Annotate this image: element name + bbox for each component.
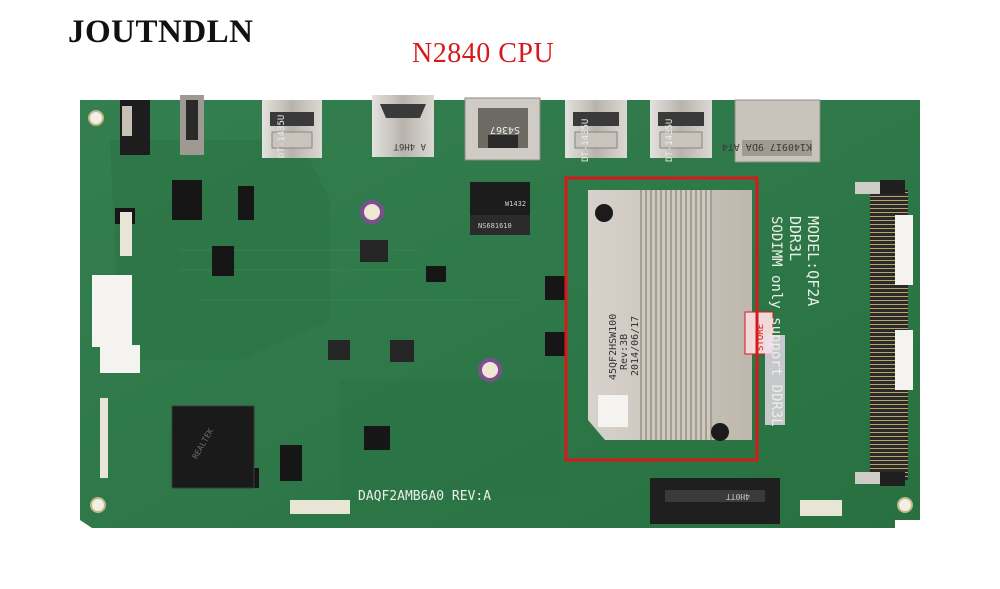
lan-code: S4367 bbox=[490, 124, 520, 135]
usb-code-3: DT-1435U bbox=[665, 119, 675, 162]
mount-hole bbox=[90, 497, 106, 513]
ec-chip bbox=[171, 405, 255, 489]
flex-connector bbox=[100, 398, 108, 478]
capacitor bbox=[360, 200, 384, 224]
cpu-label: N2840 CPU bbox=[412, 38, 555, 69]
cpu-highlight-box bbox=[564, 176, 759, 462]
chip-code-1: W1432 bbox=[505, 200, 526, 208]
heatsink-fins bbox=[640, 190, 712, 440]
card-code: K1409I7 9DA AT4 bbox=[722, 141, 812, 152]
part-number: DAQF2AMB6A0 REV:A bbox=[358, 489, 491, 504]
capacitor bbox=[478, 358, 502, 382]
heatsink-label-1: 45QF2HSW100 bbox=[608, 314, 619, 380]
hdmi-code: A 4H6T bbox=[393, 141, 426, 151]
usb-code-1: DT-1435U bbox=[277, 115, 287, 158]
usb-port-2 bbox=[565, 100, 627, 158]
mount-hole bbox=[897, 497, 913, 513]
sata-code: 4H0TT bbox=[726, 492, 750, 501]
store-sticker: STORE bbox=[756, 324, 766, 351]
brand-title: JOUTNDLN bbox=[68, 14, 254, 50]
usb-port-3 bbox=[650, 100, 712, 158]
screw bbox=[595, 204, 613, 222]
barcode-sticker bbox=[92, 275, 132, 347]
heatsink-label-3: 2014/06/17 bbox=[630, 316, 641, 376]
model-line-3: SODIMM only support DDR3L bbox=[768, 216, 784, 427]
model-line-2: DDR3L bbox=[786, 216, 804, 261]
mount-hole bbox=[88, 110, 104, 126]
usb-code-2: DT-1435U bbox=[581, 119, 591, 162]
heatsink-label-2: Rev:3B bbox=[619, 334, 630, 370]
usb-port-1 bbox=[262, 100, 322, 158]
screw bbox=[711, 423, 729, 441]
chip-code-2: NS681610 bbox=[478, 222, 512, 230]
model-line-1: MODEL:QF2A bbox=[804, 216, 822, 306]
